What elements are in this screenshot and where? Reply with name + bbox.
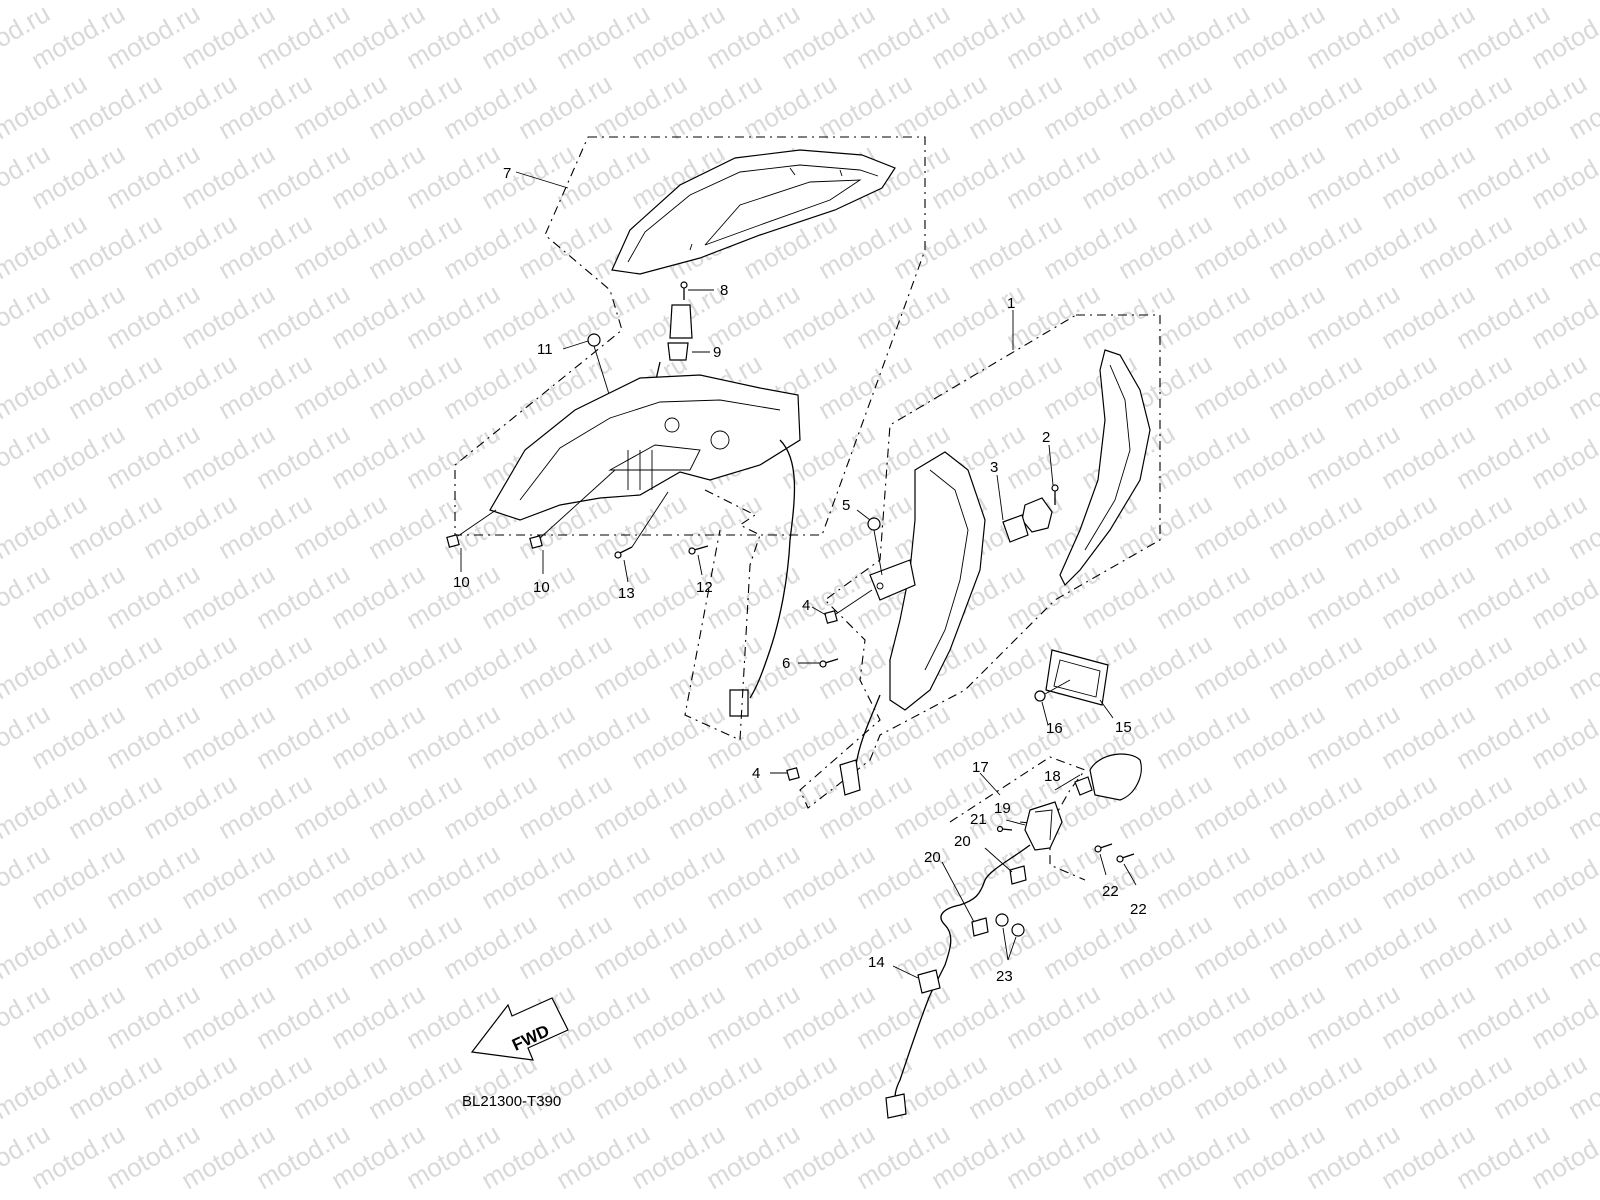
callout-9: 9 — [713, 344, 721, 361]
callouts: 7 8 11 9 1 2 3 5 10 10 13 12 4 6 16 15 4 — [453, 165, 1147, 985]
assembly-7-outline — [454, 136, 926, 536]
license-light-connector — [885, 1093, 907, 1119]
part-8-screw — [680, 281, 688, 300]
part-19-housing — [1024, 801, 1063, 851]
part-20-grommet-upper — [1009, 865, 1027, 885]
part-5-nut — [867, 517, 883, 576]
callout-16: 16 — [1046, 720, 1063, 737]
part-7-cover — [611, 149, 896, 275]
callout-10-left: 10 — [453, 574, 470, 591]
part-23-nut-b — [1011, 923, 1025, 937]
part-2-lens — [1059, 349, 1151, 587]
part-6-screw — [819, 658, 839, 668]
callout-20-lower: 20 — [924, 849, 941, 866]
callout-8: 8 — [720, 282, 728, 299]
part-3-bulb — [1002, 497, 1053, 543]
watermark-text: motod.ru — [1563, 0, 1600, 5]
part-4-clip-lower — [786, 767, 800, 781]
callout-20-upper: 20 — [954, 833, 971, 850]
callout-7: 7 — [503, 165, 511, 182]
callout-12: 12 — [696, 579, 713, 596]
part-20-grommet-lower — [971, 917, 989, 937]
callout-22-left: 22 — [1102, 883, 1119, 900]
part-12-screw — [688, 545, 709, 555]
callout-22-right: 22 — [1130, 901, 1147, 918]
license-light-wiring — [894, 844, 1031, 1101]
part-4-clip-upper — [824, 589, 873, 624]
callout-6: 6 — [782, 655, 790, 672]
part-15-reflector — [1045, 649, 1109, 706]
callout-14: 14 — [868, 954, 885, 971]
callout-4-upper: 4 — [802, 597, 810, 614]
callout-3: 3 — [990, 459, 998, 476]
part-22-screw-a — [1094, 843, 1113, 853]
callout-11: 11 — [537, 341, 553, 358]
part-18-lens — [1089, 753, 1142, 801]
callout-18: 18 — [1044, 768, 1061, 785]
callout-21: 21 — [970, 811, 987, 828]
turn-signal-housing — [839, 451, 986, 796]
wiring-outline-left — [684, 489, 761, 741]
drawing-code: BL21300-T390 — [462, 1093, 561, 1110]
part-10-clip-left — [446, 509, 497, 548]
callout-13: 13 — [618, 585, 635, 602]
callout-1: 1 — [1007, 295, 1015, 312]
part-2-screw — [1051, 484, 1059, 505]
part-10-clip-right — [529, 469, 616, 549]
callout-2: 2 — [1042, 429, 1050, 446]
part-16-nut — [1034, 679, 1071, 702]
callout-10-right: 10 — [533, 579, 550, 596]
part-18-bulb — [1074, 776, 1093, 796]
callout-15: 15 — [1115, 719, 1132, 736]
tail-light-housing — [489, 374, 801, 717]
part-22-screw-b — [1116, 853, 1135, 863]
callout-19: 19 — [994, 800, 1011, 817]
callout-5: 5 — [842, 497, 850, 514]
callout-17: 17 — [972, 759, 989, 776]
part-14-clamp — [917, 969, 941, 994]
part-23-nut-a — [995, 913, 1009, 927]
part-13-screw — [614, 491, 669, 559]
callout-4-lower: 4 — [752, 765, 760, 782]
callout-23: 23 — [996, 968, 1013, 985]
part-21-screw — [996, 825, 1013, 833]
